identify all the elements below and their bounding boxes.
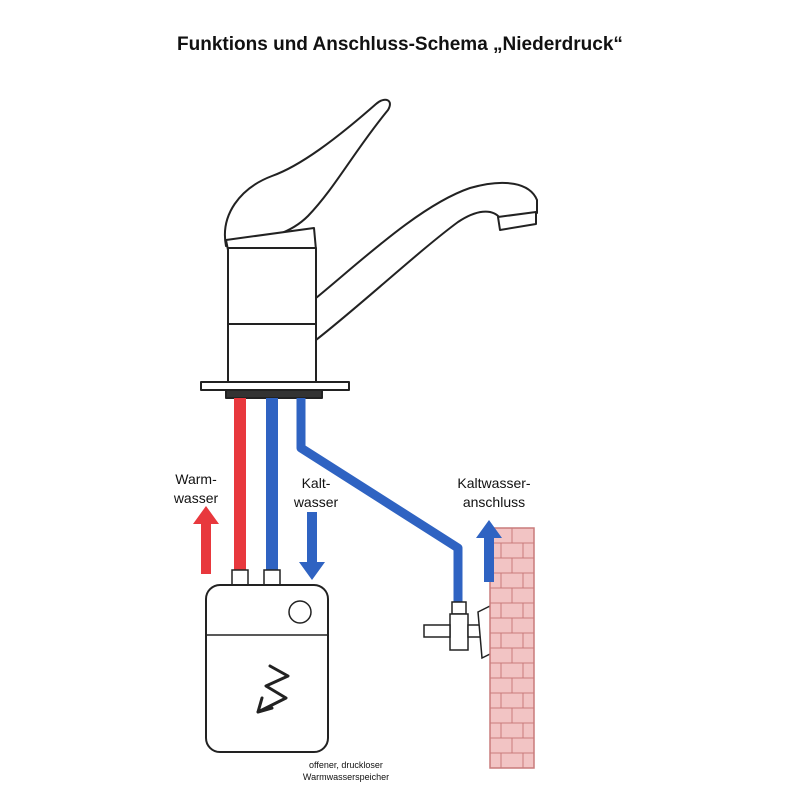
warm-water-label-line2: wasser — [173, 490, 219, 506]
cold-water-label-line2: wasser — [293, 494, 339, 510]
tank-caption-line1: offener, druckloser — [309, 760, 383, 770]
valve-inlet-left — [423, 624, 451, 638]
diagram-title: Funktions und Anschluss-Schema „Niederdr… — [177, 34, 623, 55]
faucet-base-plate — [200, 381, 350, 391]
water-heater-tank — [205, 584, 329, 753]
cold-water-label-line1: Kalt- — [302, 475, 331, 491]
faucet-body-upper — [227, 247, 317, 325]
faucet-body-lower — [227, 323, 317, 383]
lightning-bolt-icon — [256, 664, 290, 714]
tank-body — [205, 584, 329, 753]
warm-water-up-arrow — [193, 506, 219, 574]
cold-connection-label-line2: anschluss — [463, 494, 525, 510]
faucet-lever — [223, 98, 391, 247]
faucet-base-gasket — [225, 389, 323, 399]
faucet-spout — [315, 181, 538, 341]
cold-supply-pipe — [296, 398, 463, 604]
angle-valve — [423, 601, 495, 660]
cold-water-pipe — [266, 398, 278, 570]
hot-water-pipe — [234, 398, 246, 570]
faucet-aerator — [497, 211, 537, 231]
brick-wall — [489, 527, 535, 769]
valve-body — [449, 613, 469, 651]
cold-supply-up-arrow — [476, 520, 502, 582]
valve-nut — [451, 601, 467, 615]
pipes — [231, 398, 463, 604]
cold-water-down-arrow — [299, 512, 325, 580]
temperature-knob — [288, 600, 312, 624]
warm-water-label-line1: Warm- — [175, 471, 217, 487]
cold-connection-label-line1: Kaltwasser- — [457, 475, 530, 491]
tank-caption-line2: Warmwasserspeicher — [303, 772, 389, 782]
mixer-faucet — [200, 98, 538, 399]
